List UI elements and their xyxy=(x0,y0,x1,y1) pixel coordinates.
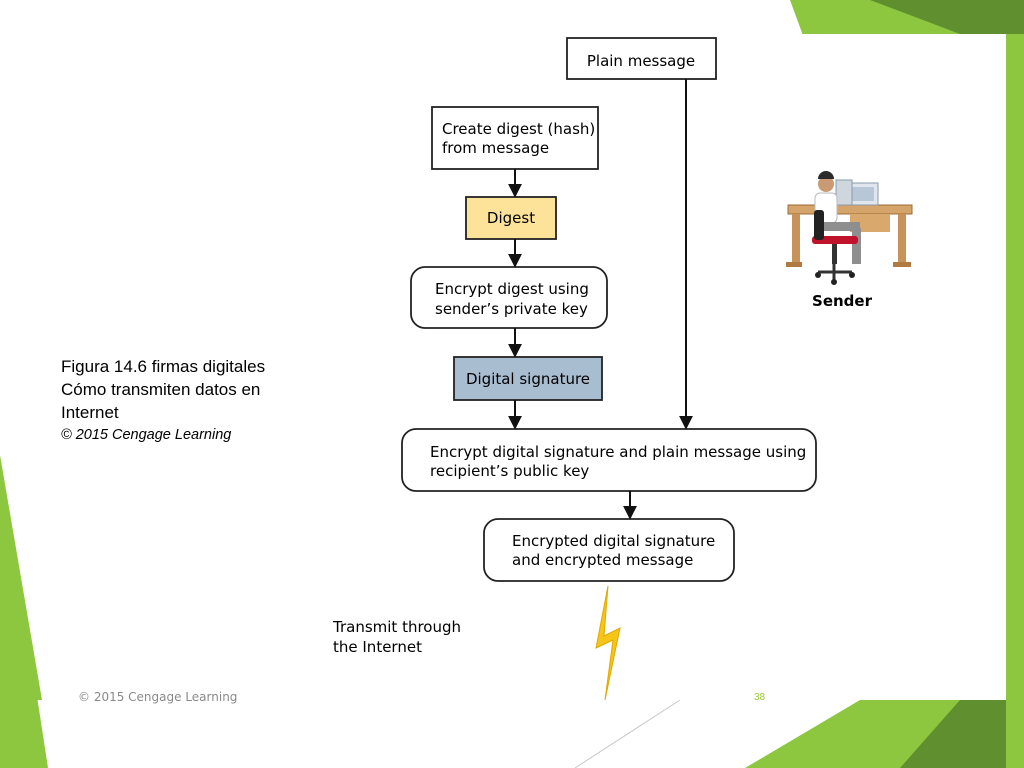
digest-node: Digest xyxy=(465,196,557,240)
create-digest-node: Create digest (hash) from message xyxy=(431,106,599,170)
create-digest-label-1: Create digest (hash) xyxy=(442,120,595,138)
digital-signature-label: Digital signature xyxy=(466,370,590,388)
caption-line-1: Figura 14.6 firmas digitales xyxy=(61,357,266,376)
bottom-thin-line xyxy=(574,699,681,768)
transmit-label-2: the Internet xyxy=(333,638,422,656)
sender-label: Sender xyxy=(812,292,873,310)
figure-caption: Figura 14.6 firmas digitales Cómo transm… xyxy=(61,355,331,446)
encrypted-output-label-1: Encrypted digital signature xyxy=(512,532,715,550)
encrypt-digest-label-2: sender’s private key xyxy=(435,300,588,318)
encrypted-output-node: Encrypted digital signature and encrypte… xyxy=(483,518,735,582)
transmit-label-1: Transmit through xyxy=(332,618,461,636)
encrypted-output-label-2: and encrypted message xyxy=(512,551,693,569)
digital-signature-node: Digital signature xyxy=(453,356,603,401)
encrypt-both-node: Encrypt digital signature and plain mess… xyxy=(401,428,817,492)
caption-line-3: Internet xyxy=(61,403,119,422)
digest-label: Digest xyxy=(487,209,535,227)
encrypt-both-label-1: Encrypt digital signature and plain mess… xyxy=(430,443,806,461)
top-right-dark-shape xyxy=(870,0,1024,34)
plain-message-label: Plain message xyxy=(587,52,695,70)
left-green-stripe-top xyxy=(0,455,42,700)
caption-credit: © 2015 Cengage Learning xyxy=(61,427,232,443)
footer-copyright: © 2015 Cengage Learning xyxy=(78,690,238,704)
encrypt-both-label-2: recipient’s public key xyxy=(430,462,589,480)
create-digest-label-2: from message xyxy=(442,139,549,157)
lightning-bolt-icon xyxy=(595,585,621,701)
encrypt-digest-label-1: Encrypt digest using xyxy=(435,280,589,298)
sender-illustration: Sender xyxy=(786,171,913,310)
caption-line-2: Cómo transmiten datos en xyxy=(61,380,261,399)
right-green-shape xyxy=(1006,34,1024,768)
slide-number: 38 xyxy=(754,692,766,703)
plain-message-node: Plain message xyxy=(566,37,717,80)
encrypt-digest-node: Encrypt digest using sender’s private ke… xyxy=(410,266,608,329)
bottom-right-dark-shape xyxy=(900,700,1006,768)
